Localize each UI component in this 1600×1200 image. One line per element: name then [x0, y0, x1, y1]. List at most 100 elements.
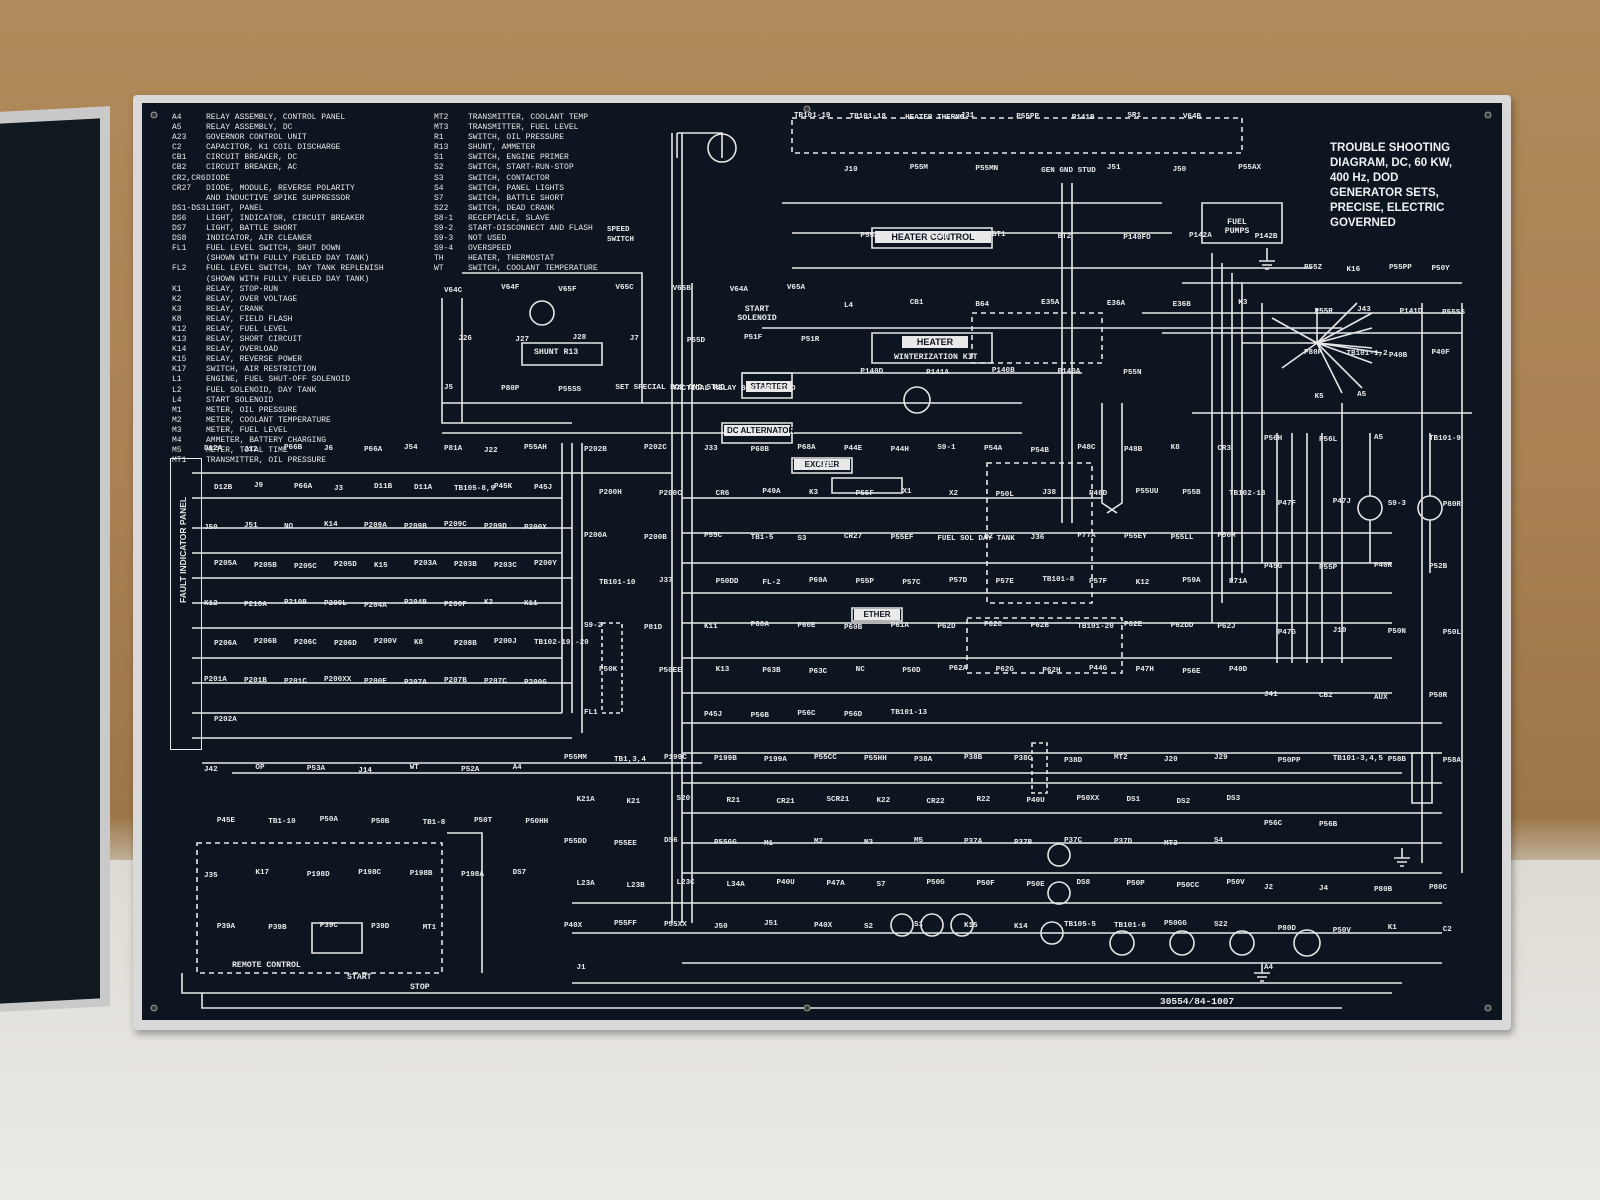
wire-label: P55AW: [860, 232, 884, 241]
wire-label: P55EF: [890, 533, 914, 542]
wire-label: J10: [844, 166, 858, 175]
wire-label: J35: [204, 871, 218, 880]
legend-code: MT3: [434, 123, 449, 133]
legend-code: WT: [434, 264, 444, 274]
wire-label: P37D: [1114, 838, 1133, 847]
wire-label: FL-2: [762, 579, 781, 588]
wire-label: CR22: [926, 798, 945, 807]
wire-label: P50HH: [525, 817, 549, 826]
wire-label: P68A: [797, 443, 816, 452]
wire-label: TB101-19: [794, 111, 831, 120]
wire-label: P50P: [1126, 880, 1145, 889]
wire-label: P39A: [216, 922, 236, 931]
wire-label: D12B: [214, 484, 233, 493]
wire-label: NO: [284, 523, 294, 532]
wire-label: L23B: [626, 881, 645, 890]
wire-label: P51R: [801, 335, 820, 344]
wire-label: P200E: [364, 677, 387, 686]
legend-code: A5: [172, 123, 182, 133]
wire-label: K3: [809, 489, 819, 498]
wire-label: M2: [814, 837, 824, 846]
remote-control-label: REMOTE CONTROL: [232, 961, 301, 970]
legend-code: FL1: [172, 244, 187, 254]
wire-label: K16: [1346, 265, 1361, 274]
legend-desc: AMMETER, BATTERY CHARGING: [206, 436, 327, 445]
wire-label: TB102-19,-20: [534, 639, 589, 648]
wire-label: P55AH: [524, 444, 547, 453]
wire-label: P56B: [1319, 820, 1338, 829]
wire-label: J43: [1357, 306, 1371, 315]
wire-label: P39C: [319, 921, 338, 930]
wire-label: P55PP: [1389, 263, 1412, 272]
legend-code: DS1-DS3: [172, 203, 206, 213]
wire-label: P55LL: [1170, 534, 1194, 543]
wire-label: J1: [576, 964, 586, 973]
wire-label: S22: [1214, 921, 1228, 930]
wire-label: P200X: [524, 523, 547, 532]
wire-label: P39D: [371, 922, 390, 931]
wire-label: P198B: [409, 869, 433, 878]
wire-label: S20: [676, 795, 691, 804]
legend-code: L4: [172, 395, 182, 405]
title-line: GOVERNED: [1330, 217, 1396, 229]
wire-label: P55AB: [926, 233, 949, 242]
wire-label: P37B: [1014, 839, 1033, 848]
legend-desc: LIGHT, INDICATOR, CIRCUIT BREAKER: [206, 213, 365, 223]
wire-label: J51: [764, 920, 778, 929]
wire-label: TB1-5: [750, 533, 774, 542]
legend-desc: FUEL LEVEL SWITCH, DAY TANK REPLENISH: [206, 264, 384, 274]
legend-desc: NOT USED: [468, 234, 507, 244]
wire-label: P68B: [750, 445, 769, 454]
legend-code: K14: [172, 345, 187, 355]
wire-label: P55P: [855, 578, 874, 587]
wire-label: A5: [1357, 391, 1367, 399]
legend-desc: TRANSMITTER, OIL PRESSURE: [206, 456, 327, 466]
legend-code: M2: [172, 415, 182, 425]
wire-label: P47G: [1277, 628, 1296, 637]
wire-label: TB105-8,9: [454, 484, 496, 493]
wire-label: P45J: [704, 711, 723, 719]
wire-label: P56H: [1264, 434, 1283, 443]
wire-label: P81A: [444, 445, 463, 454]
wire-label: P60E: [797, 622, 816, 631]
wire-label: J26: [458, 335, 472, 343]
wire-label: M3: [864, 838, 874, 847]
wire-label: P204B: [404, 599, 427, 608]
legend-code: DS6: [172, 213, 187, 223]
legend-desc: METER, TOTAL TIME: [206, 446, 288, 456]
wire-label: P45K: [494, 482, 513, 491]
wire-label: J27: [515, 336, 530, 345]
wire-label: J37: [659, 576, 673, 585]
winterization-kit-label: WINTERIZATION KIT: [894, 353, 978, 362]
wire-label: DS8: [1076, 879, 1091, 888]
legend-desc: TRANSMITTER, FUEL LEVEL: [468, 123, 579, 133]
wire-label: CR3: [1217, 444, 1231, 453]
wire-label: J33: [704, 444, 718, 453]
legend-code: S8-1: [434, 213, 454, 223]
wire-label: P206C: [294, 638, 317, 647]
legend-code: CR2,CR6: [172, 173, 206, 183]
wire-label: AUX: [1374, 693, 1388, 702]
wire-label: P50V: [1332, 926, 1351, 935]
wire-label: P80P: [501, 384, 520, 393]
wire-label: P52B: [1429, 563, 1448, 572]
wire-label: P142B: [1254, 232, 1278, 241]
legend-desc: SWITCH, COOLANT TEMPERATURE: [468, 264, 598, 274]
legend-desc: HEATER, THERMOSTAT: [468, 254, 555, 264]
wire-label: P205C: [294, 562, 317, 571]
wire-label: P202C: [644, 443, 667, 452]
wire-label: K3: [1238, 298, 1248, 307]
shunt-label: SHUNT R13: [534, 348, 579, 357]
legend-code: S9-2: [434, 224, 454, 234]
start-solenoid-label: START SOLENOID: [737, 305, 777, 323]
legend-code: M4: [172, 436, 182, 445]
legend-desc: ENGINE, FUEL SHUT-OFF SOLENOID: [206, 375, 351, 385]
wire-label: L23A: [576, 880, 595, 889]
